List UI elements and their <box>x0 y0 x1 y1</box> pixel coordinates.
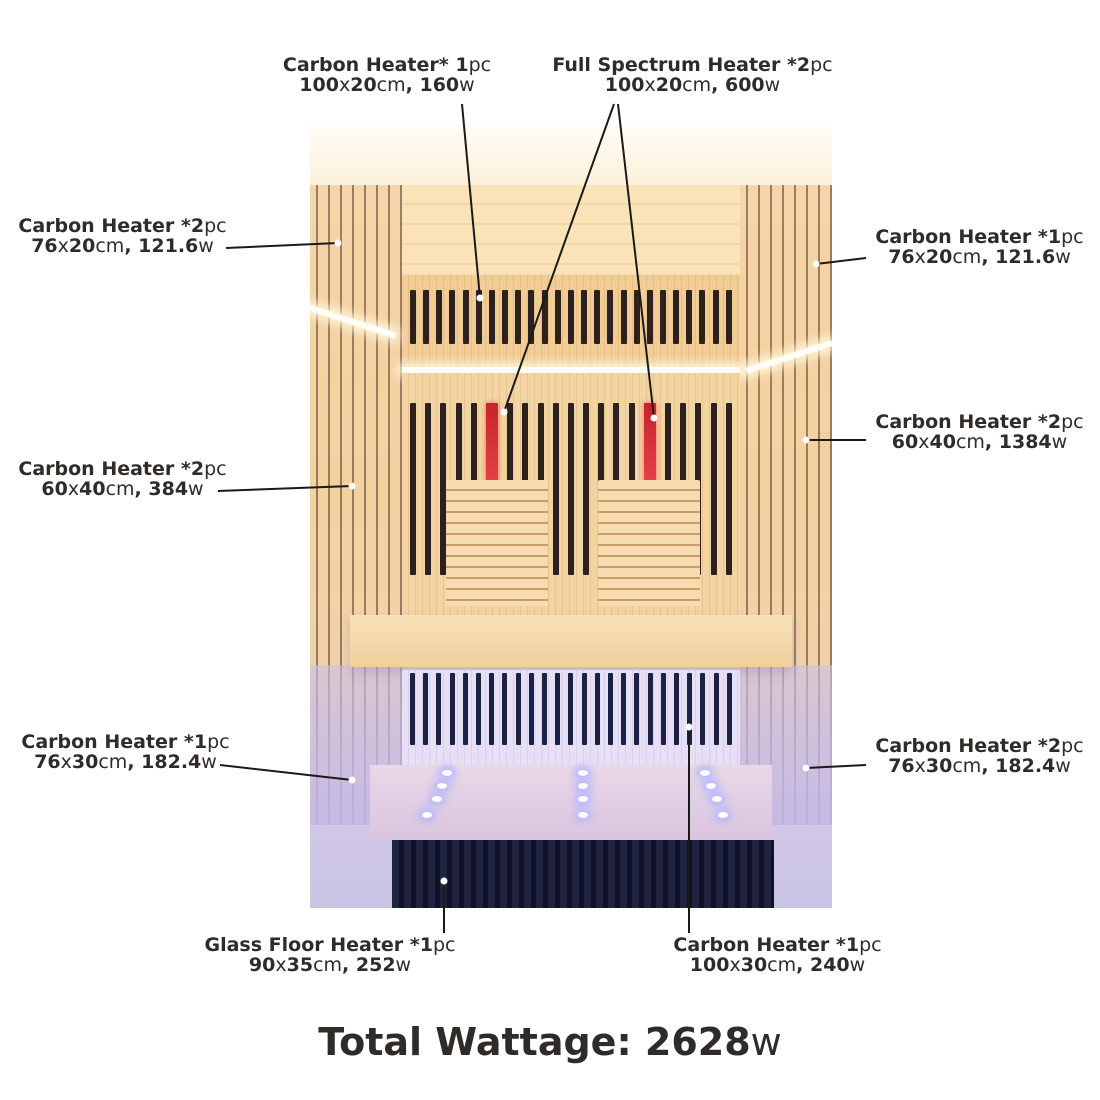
label-glass-floor-heater: Glass Floor Heater *1pc 90x35cm, 252w <box>204 934 456 976</box>
total-label: Total Wattage: <box>318 1020 645 1064</box>
sauna-floor <box>370 765 772 840</box>
label-carbon-heater-under-bench: Carbon Heater *1pc 100x30cm, 240w <box>673 934 882 976</box>
glass-floor-heater <box>392 840 774 908</box>
label-carbon-heater-lower-left: Carbon Heater *1pc 76x30cm, 182.4w <box>21 731 230 773</box>
label-carbon-heater-middle-left: Carbon Heater *2pc 60x40cm, 384w <box>18 458 227 500</box>
total-unit: w <box>750 1020 782 1064</box>
under-bench-heater-slats <box>410 673 732 745</box>
label-carbon-heater-upper-right: Carbon Heater *1pc 76x20cm, 121.6w <box>875 226 1084 268</box>
left-side-wall <box>310 185 402 825</box>
label-carbon-heater-lower-right: Carbon Heater *2pc 76x30cm, 182.4w <box>875 735 1084 777</box>
label-carbon-heater-top-back: Carbon Heater* 1pc 100x20cm, 160w <box>282 54 492 96</box>
backrest-left <box>446 480 548 606</box>
backrest-right <box>598 480 700 606</box>
total-wattage: Total Wattage: 2628w <box>0 1020 1100 1064</box>
ceiling-panel <box>402 185 740 273</box>
upper-carbon-heater-slats <box>410 290 732 344</box>
sauna-interior-photo <box>310 125 832 908</box>
label-carbon-heater-upper-left: Carbon Heater *2pc 76x20cm, 121.6w <box>18 215 227 257</box>
label-full-spectrum-heater: Full Spectrum Heater *2pc 100x20cm, 600w <box>552 54 833 96</box>
right-side-wall <box>740 185 832 825</box>
label-carbon-heater-middle-right: Carbon Heater *2pc 60x40cm, 1384w <box>875 411 1084 453</box>
sauna-bench <box>350 615 792 667</box>
total-value: 2628 <box>644 1020 751 1064</box>
